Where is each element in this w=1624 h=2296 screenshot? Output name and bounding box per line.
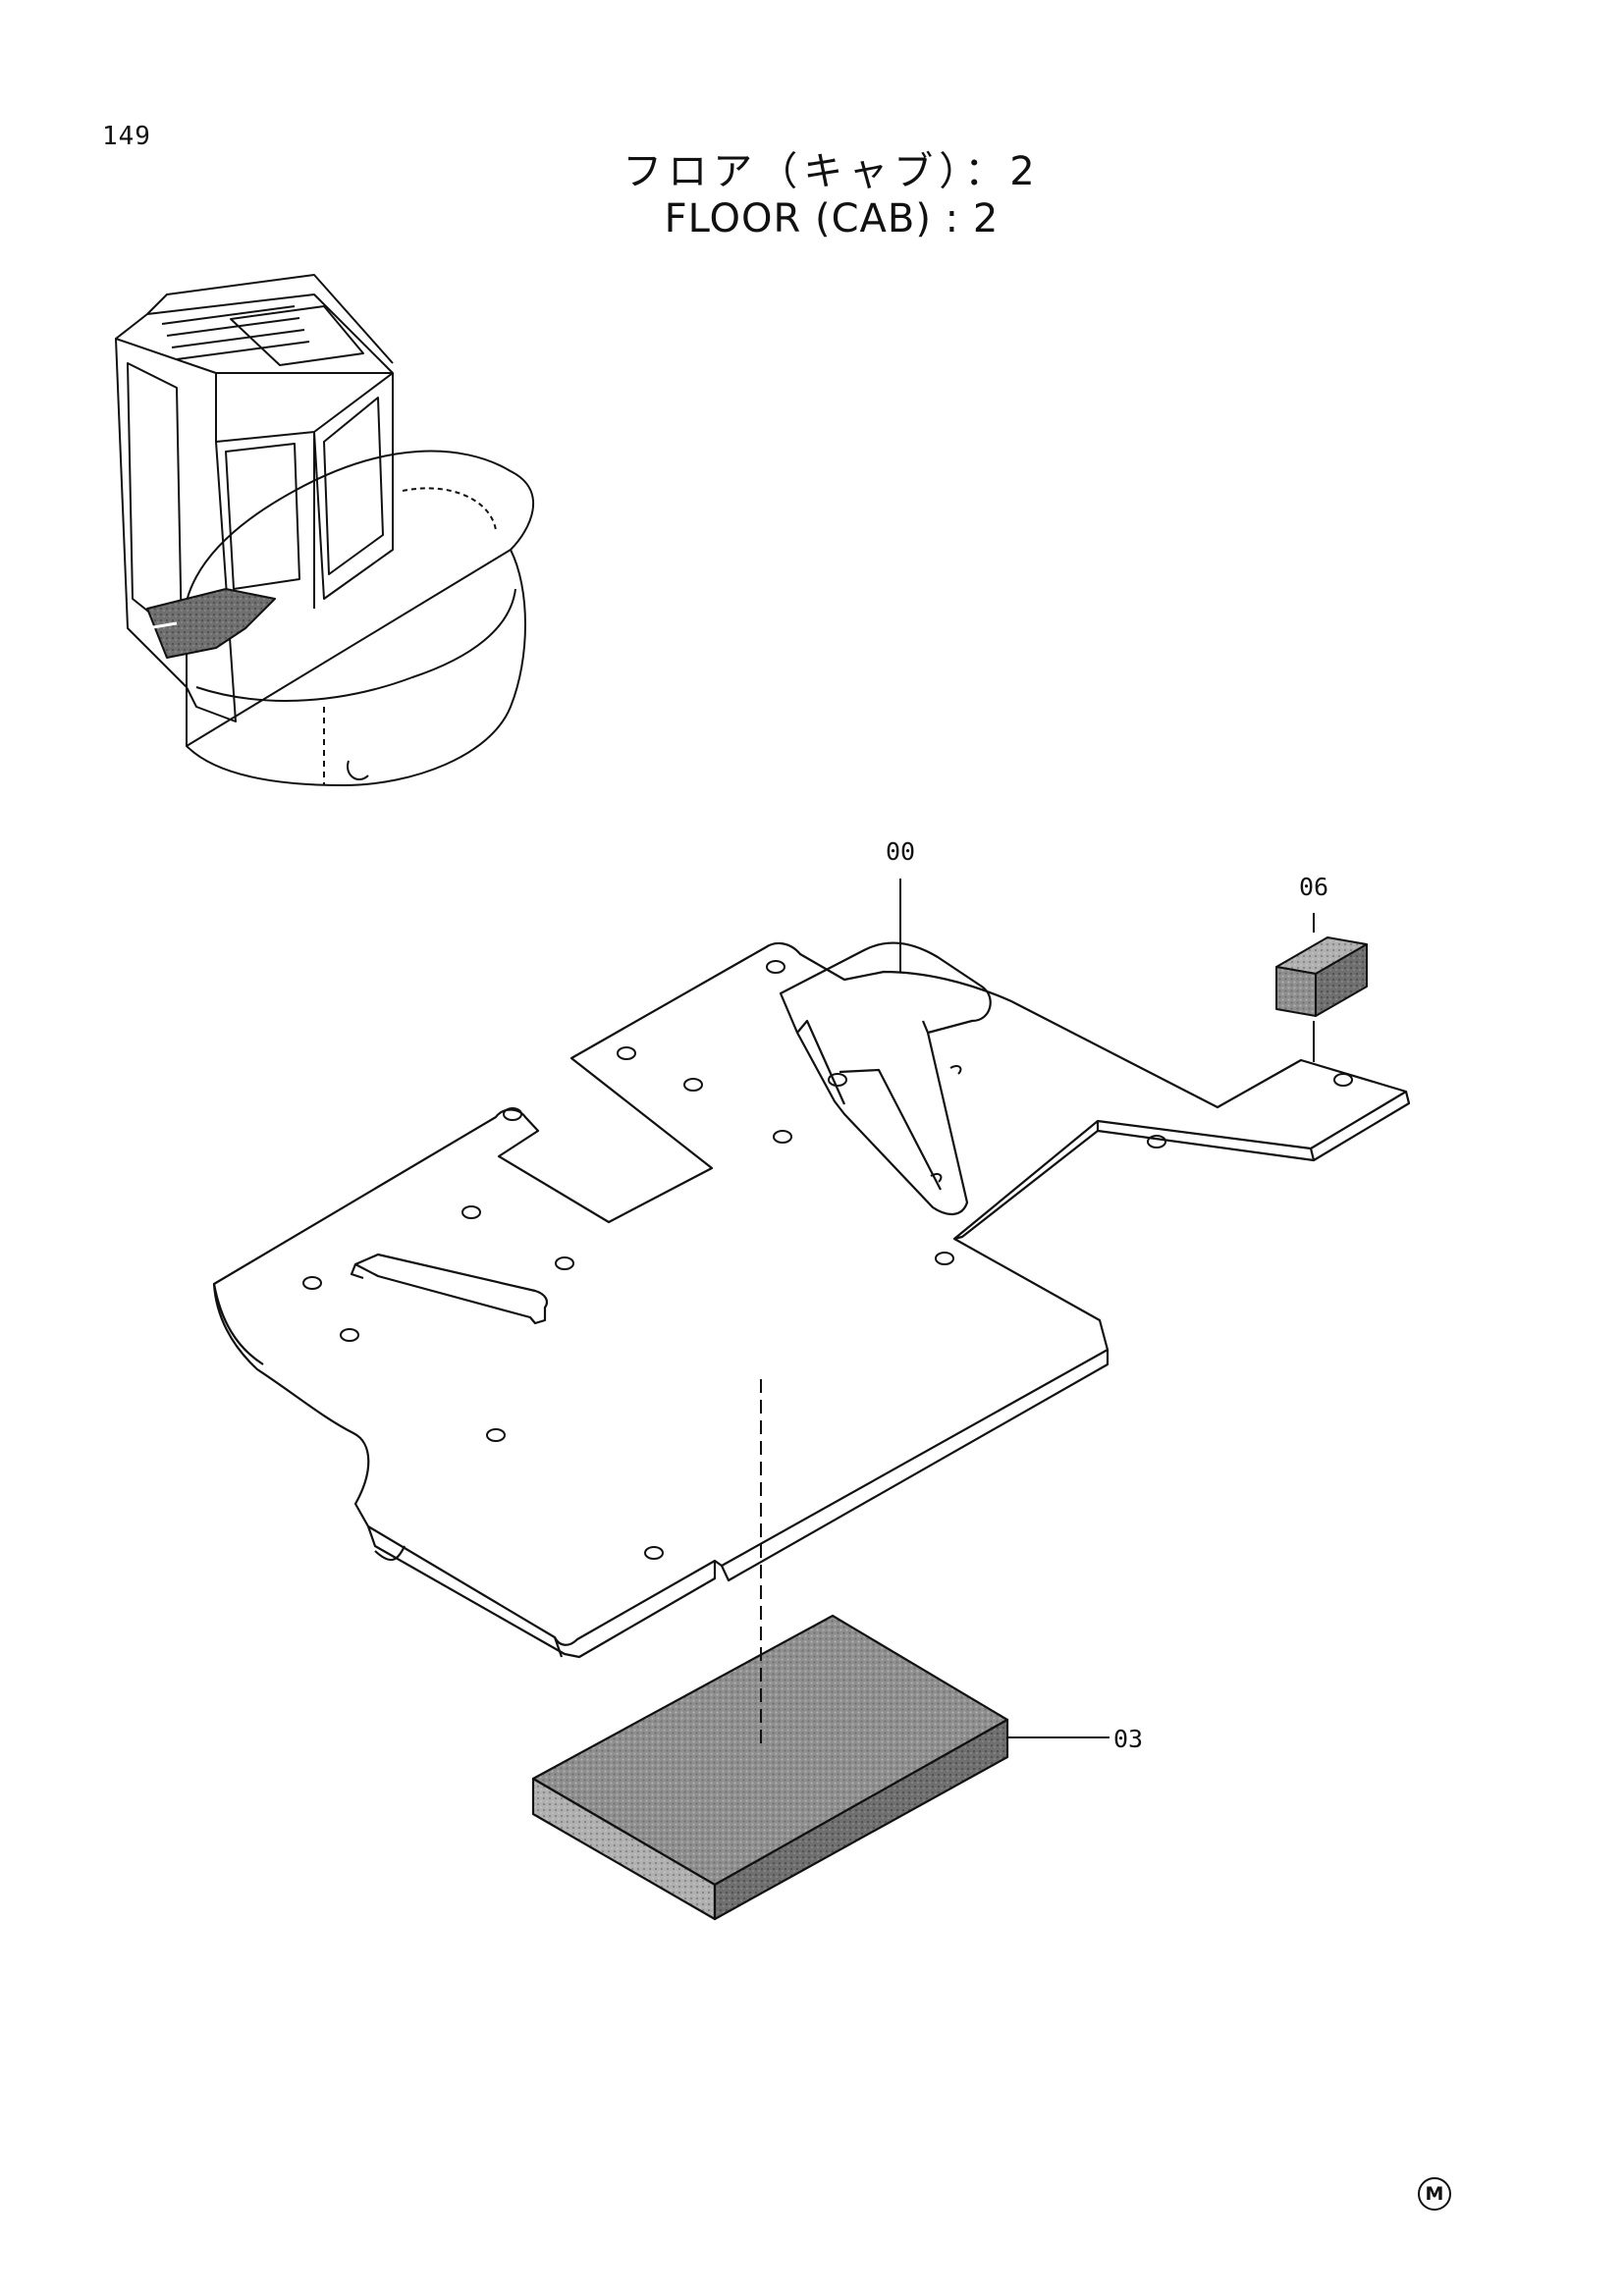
- floor-mat: [531, 1614, 1009, 1921]
- leader-lines: [760, 879, 1315, 1747]
- callout-03: 03: [1113, 1725, 1143, 1753]
- title-japanese: フロア（キャブ）：2: [623, 149, 1041, 194]
- manufacturer-mark: M: [1418, 2177, 1451, 2211]
- machine-overview-illustration: [115, 274, 534, 786]
- page-number: 149: [102, 122, 151, 151]
- floor-plate: [212, 941, 1411, 1659]
- callout-06: 06: [1299, 873, 1328, 901]
- callout-00: 00: [886, 837, 915, 866]
- rubber-block: [1275, 936, 1368, 1017]
- title-english: FLOOR (CAB) : 2: [664, 196, 1000, 241]
